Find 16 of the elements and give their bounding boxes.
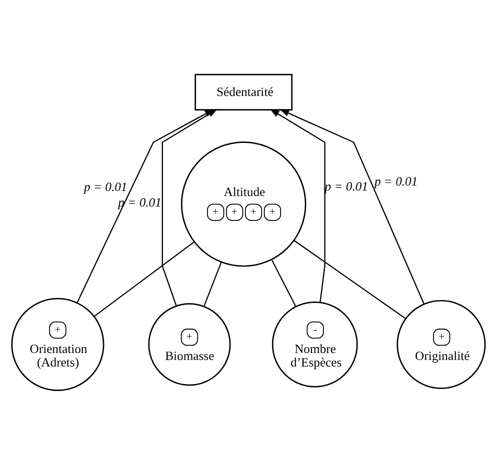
connector (204, 261, 222, 306)
connector (294, 239, 406, 319)
node-circle: - Nombre d’Espèces (272, 301, 358, 387)
node-box: Sédentarité (194, 73, 293, 110)
edge-label: p = 0.01 (374, 174, 418, 188)
edge-label: p = 0.01 (84, 179, 128, 194)
connector (271, 258, 296, 306)
arrow (270, 108, 326, 302)
node-circle: Altitude + + + + (180, 141, 306, 266)
node-circle: + Originalité (396, 299, 486, 388)
arrow (280, 108, 424, 304)
node-circle: + Orientation (Adrets) (11, 297, 104, 390)
arrow (76, 108, 214, 302)
connector (94, 240, 195, 316)
edge-label: p = 0.01 (118, 195, 162, 210)
node-circle: + Biomasse (148, 302, 231, 386)
